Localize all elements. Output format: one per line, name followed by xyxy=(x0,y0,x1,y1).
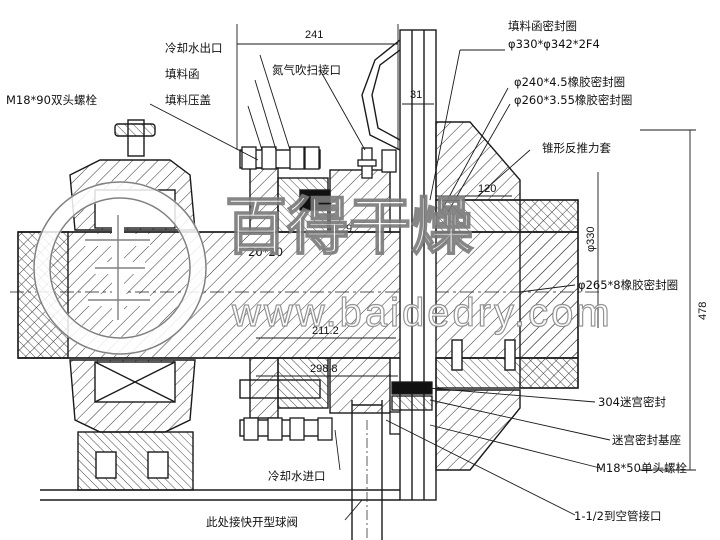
dim-211-2: 211.2 xyxy=(312,325,339,337)
nitrogen-purge-nozzle xyxy=(357,147,377,179)
dim-241: 241 xyxy=(305,29,323,41)
labyrinth-seal xyxy=(391,381,433,411)
dim-330: φ330 xyxy=(585,227,597,253)
air-pipe xyxy=(351,400,383,540)
watermark-logo xyxy=(33,181,207,355)
label-packing-gland: 填料压盖 xyxy=(165,93,211,107)
dim-31: 31 xyxy=(410,89,422,101)
label-air-pipe: 1-1/2到空管接口 xyxy=(574,509,661,523)
label-packing-size: 20*20 xyxy=(248,245,283,259)
label-cooling-water-outlet: 冷却水出口 xyxy=(165,41,223,55)
label-stuffing-box-seal-spec: φ330*φ342*2F4 xyxy=(508,37,600,51)
label-single-bolt: M18*50单头螺栓 xyxy=(596,461,687,475)
watermark-url: www.baidedry.com xyxy=(231,291,613,335)
label-stuffing-box-seal: 填料函密封圈 xyxy=(508,19,577,33)
label-double-bolt: M18*90双头螺栓 xyxy=(6,93,97,107)
dimension-values: 241 31 120 φ330 211.2 298.8 478 9 xyxy=(305,29,709,375)
label-stuffing-box: 填料函 xyxy=(165,67,200,81)
bolts xyxy=(241,146,427,441)
vessel-wall xyxy=(361,29,579,501)
label-cooling-water-inlet: 冷却水进口 xyxy=(268,469,326,483)
label-rubber-seal-260: φ260*3.55橡胶密封圈 xyxy=(514,93,632,107)
label-cone-sleeve: 锥形反推力套 xyxy=(542,141,611,155)
label-labyrinth-seal: 304迷宫密封 xyxy=(598,395,666,409)
callout-labels: 填料函密封圈 φ330*φ342*2F4 φ240*4.5橡胶密封圈 φ260*… xyxy=(6,19,687,529)
watermark-text: 百得干燥 xyxy=(225,190,474,263)
dim-120: 120 xyxy=(478,183,496,195)
dim-298-8: 298.8 xyxy=(310,363,338,375)
leader-lines xyxy=(149,49,611,521)
dim-478: 478 xyxy=(697,302,709,320)
dimension-lines xyxy=(236,24,696,471)
label-rubber-seal-240: φ240*4.5橡胶密封圈 xyxy=(514,75,625,89)
label-labyrinth-base: 迷宫密封基座 xyxy=(612,433,681,447)
base-line xyxy=(40,489,400,501)
label-rubber-seal-265: φ265*8橡胶密封圈 xyxy=(578,278,678,292)
watermark: 百得干燥 www.baidedry.com xyxy=(33,181,613,355)
label-quick-valve: 此处接快开型球阀 xyxy=(206,515,298,529)
label-nitrogen-purge: 氮气吹扫接口 xyxy=(272,63,341,77)
dim-9: 9 xyxy=(346,223,352,235)
